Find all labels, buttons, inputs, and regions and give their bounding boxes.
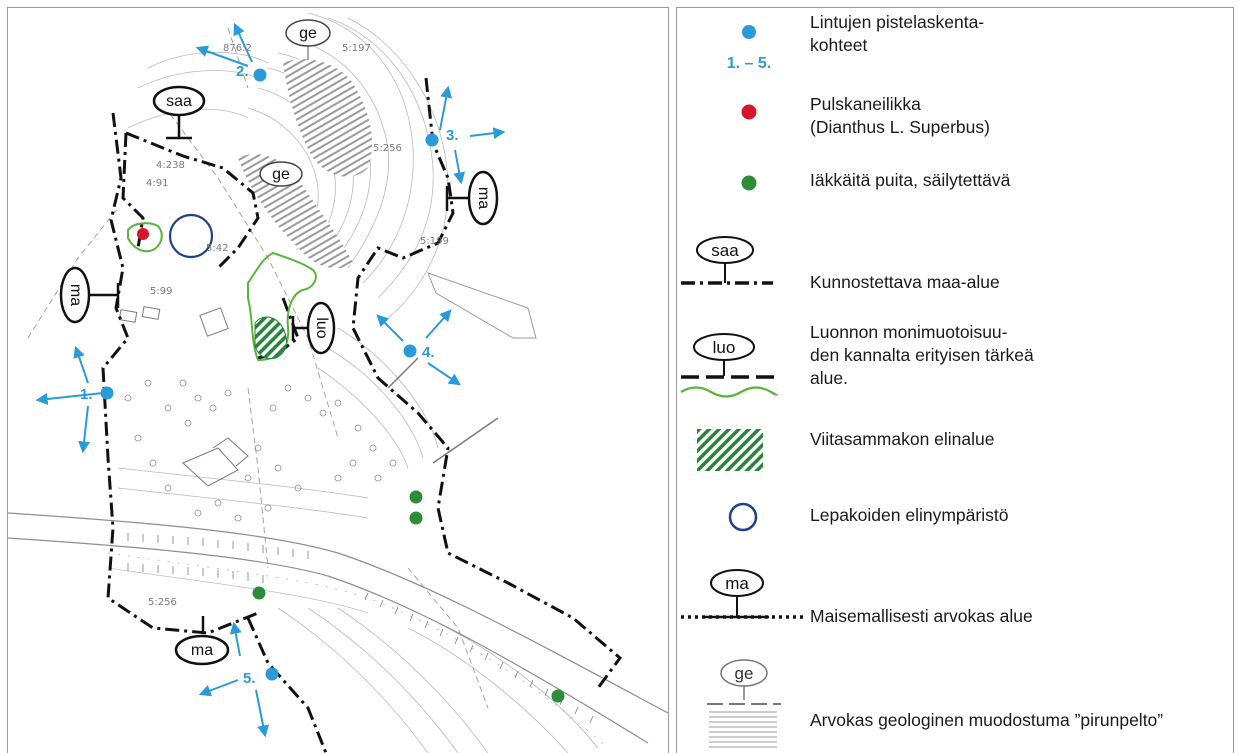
zone-tag-ma-left-label: ma — [67, 284, 84, 306]
saa-legend-icon: saa — [681, 236, 773, 285]
zone-tag-ge-mid: ge — [259, 161, 303, 187]
geological-formation-areas — [238, 59, 373, 269]
ma-legend-icon: ma — [681, 569, 803, 619]
zone-tag-ma-bottom-label: ma — [191, 642, 213, 659]
legend-text-line: Maisemallisesti arvokas alue — [810, 606, 1033, 626]
saa-legend-label: saa — [711, 241, 739, 260]
zone-tag-saa: saa — [152, 85, 206, 140]
elevation-label: 5:197 — [342, 43, 371, 54]
elevation-labels: 876:2 5:197 4:238 4:91 5:99 5:256 5:256 … — [146, 43, 449, 608]
legend-item-pink-flower: Pulskaneilikka (Dianthus L. Superbus) — [810, 93, 990, 139]
elevation-label: 4:91 — [146, 178, 168, 189]
legend-text-line: Iäkkäitä puita, säilytettävä — [810, 170, 1011, 190]
biodiversity-areas — [127, 222, 317, 362]
legend-text-line: Lintujen pistelaskenta- — [810, 12, 985, 32]
legend-item-geological: Arvokas geologinen muodostuma ”pirunpelt… — [810, 709, 1163, 732]
legend-item-landscape-value: Maisemallisesti arvokas alue — [810, 605, 1033, 628]
legend-text-line: Pulskaneilikka — [810, 94, 921, 114]
tree-symbols — [124, 379, 397, 522]
zone-tag-luo-label: luo — [313, 317, 330, 338]
pink-flower-legend-icon — [741, 104, 757, 120]
frog-habitat-area — [254, 316, 287, 359]
ge-legend-icon: ge — [707, 659, 781, 748]
legend-text-line: alue. — [810, 368, 848, 388]
elevation-label: 5:256 — [148, 597, 177, 608]
legend-item-restore-area: Kunnostettava maa-alue — [810, 271, 1000, 294]
bird-count-point-5[interactable]: 5. — [198, 621, 279, 738]
legend-panel: 1. – 5. Lintujen pistelaskenta- kohteet … — [676, 7, 1234, 753]
legend-item-bat-habitat: Lepakoiden elinympäristö — [810, 504, 1008, 527]
zone-tag-ma-right-label: ma — [475, 187, 492, 209]
old-tree-points — [252, 490, 565, 703]
bird-point-label-5: 5. — [243, 670, 256, 687]
bird-point-label-3: 3. — [446, 127, 459, 144]
zone-tag-ge-mid-label: ge — [272, 166, 290, 183]
luo-legend-label: luo — [713, 338, 736, 357]
pink-flower-point — [137, 228, 149, 240]
legend-text-line: Viitasammakon elinalue — [810, 429, 995, 449]
bird-count-point-4[interactable]: 4. — [376, 309, 461, 386]
legend-item-frog-habitat: Viitasammakon elinalue — [810, 428, 995, 451]
zone-tag-ge-top: ge — [285, 19, 331, 60]
bird-count-point-2[interactable]: 2. — [195, 22, 267, 82]
bird-point-label-2: 2. — [236, 63, 249, 80]
road — [8, 512, 668, 749]
contour-lines — [117, 12, 599, 753]
bird-count-point-3[interactable]: 3. — [425, 85, 506, 185]
map-canvas[interactable]: 1. 2. 3. 4. 5. saa ma — [8, 8, 668, 753]
ge-legend-label: ge — [735, 664, 754, 683]
bird-point-label-1: 1. — [80, 386, 93, 403]
bird-point-label-4: 4. — [422, 344, 435, 361]
zone-tag-ge-top-label: ge — [299, 25, 317, 42]
legend-text-line: den kannalta erityisen tärkeä — [810, 345, 1034, 365]
zone-tag-saa-label: saa — [166, 93, 192, 110]
elevation-label: 5:42 — [206, 243, 228, 254]
legend-text-line: Arvokas geologinen muodostuma ”pirunpelt… — [810, 710, 1164, 730]
luo-legend-icon: luo — [680, 333, 779, 398]
legend-item-bird-points: Lintujen pistelaskenta- kohteet — [810, 11, 984, 57]
frog-hatch-legend-icon — [697, 429, 763, 471]
elevation-label: 5:256 — [373, 143, 402, 154]
buildings — [118, 272, 537, 487]
zone-tag-luo: luo — [291, 301, 336, 355]
legend-text-line: Luonnon monimuotoisuu- — [810, 322, 1008, 342]
road-embankment — [127, 533, 594, 724]
map-panel[interactable]: 1. 2. 3. 4. 5. saa ma — [7, 7, 669, 753]
ma-legend-label: ma — [725, 574, 749, 593]
bird-point-legend-label: 1. – 5. — [727, 55, 771, 72]
property-lines — [27, 27, 489, 709]
legend-item-biodiversity: Luonnon monimuotoisuu- den kannalta erit… — [810, 321, 1034, 390]
legend-item-old-trees: Iäkkäitä puita, säilytettävä — [810, 169, 1010, 192]
zone-tag-ma-right: ma — [445, 170, 499, 226]
zone-tag-ma-bottom: ma — [174, 616, 230, 666]
legend-text-line: Kunnostettava maa-alue — [810, 272, 1000, 292]
elevation-label: 876:2 — [223, 43, 252, 54]
legend-text-line: Lepakoiden elinympäristö — [810, 505, 1009, 525]
elevation-label: 4:238 — [156, 160, 185, 171]
legend-text-line: (Dianthus L. Superbus) — [810, 117, 990, 137]
bat-circle-legend-icon — [728, 502, 758, 532]
zone-tag-ma-left: ma — [59, 266, 120, 324]
elevation-label: 5:199 — [420, 236, 449, 247]
bird-point-legend-icon: 1. – 5. — [727, 25, 771, 72]
bird-count-point-1[interactable]: 1. — [35, 345, 114, 454]
old-tree-legend-icon — [741, 175, 757, 191]
bat-habitat-circle — [168, 213, 214, 259]
elevation-label: 5:99 — [150, 286, 172, 297]
legend-text-line: kohteet — [810, 35, 868, 55]
